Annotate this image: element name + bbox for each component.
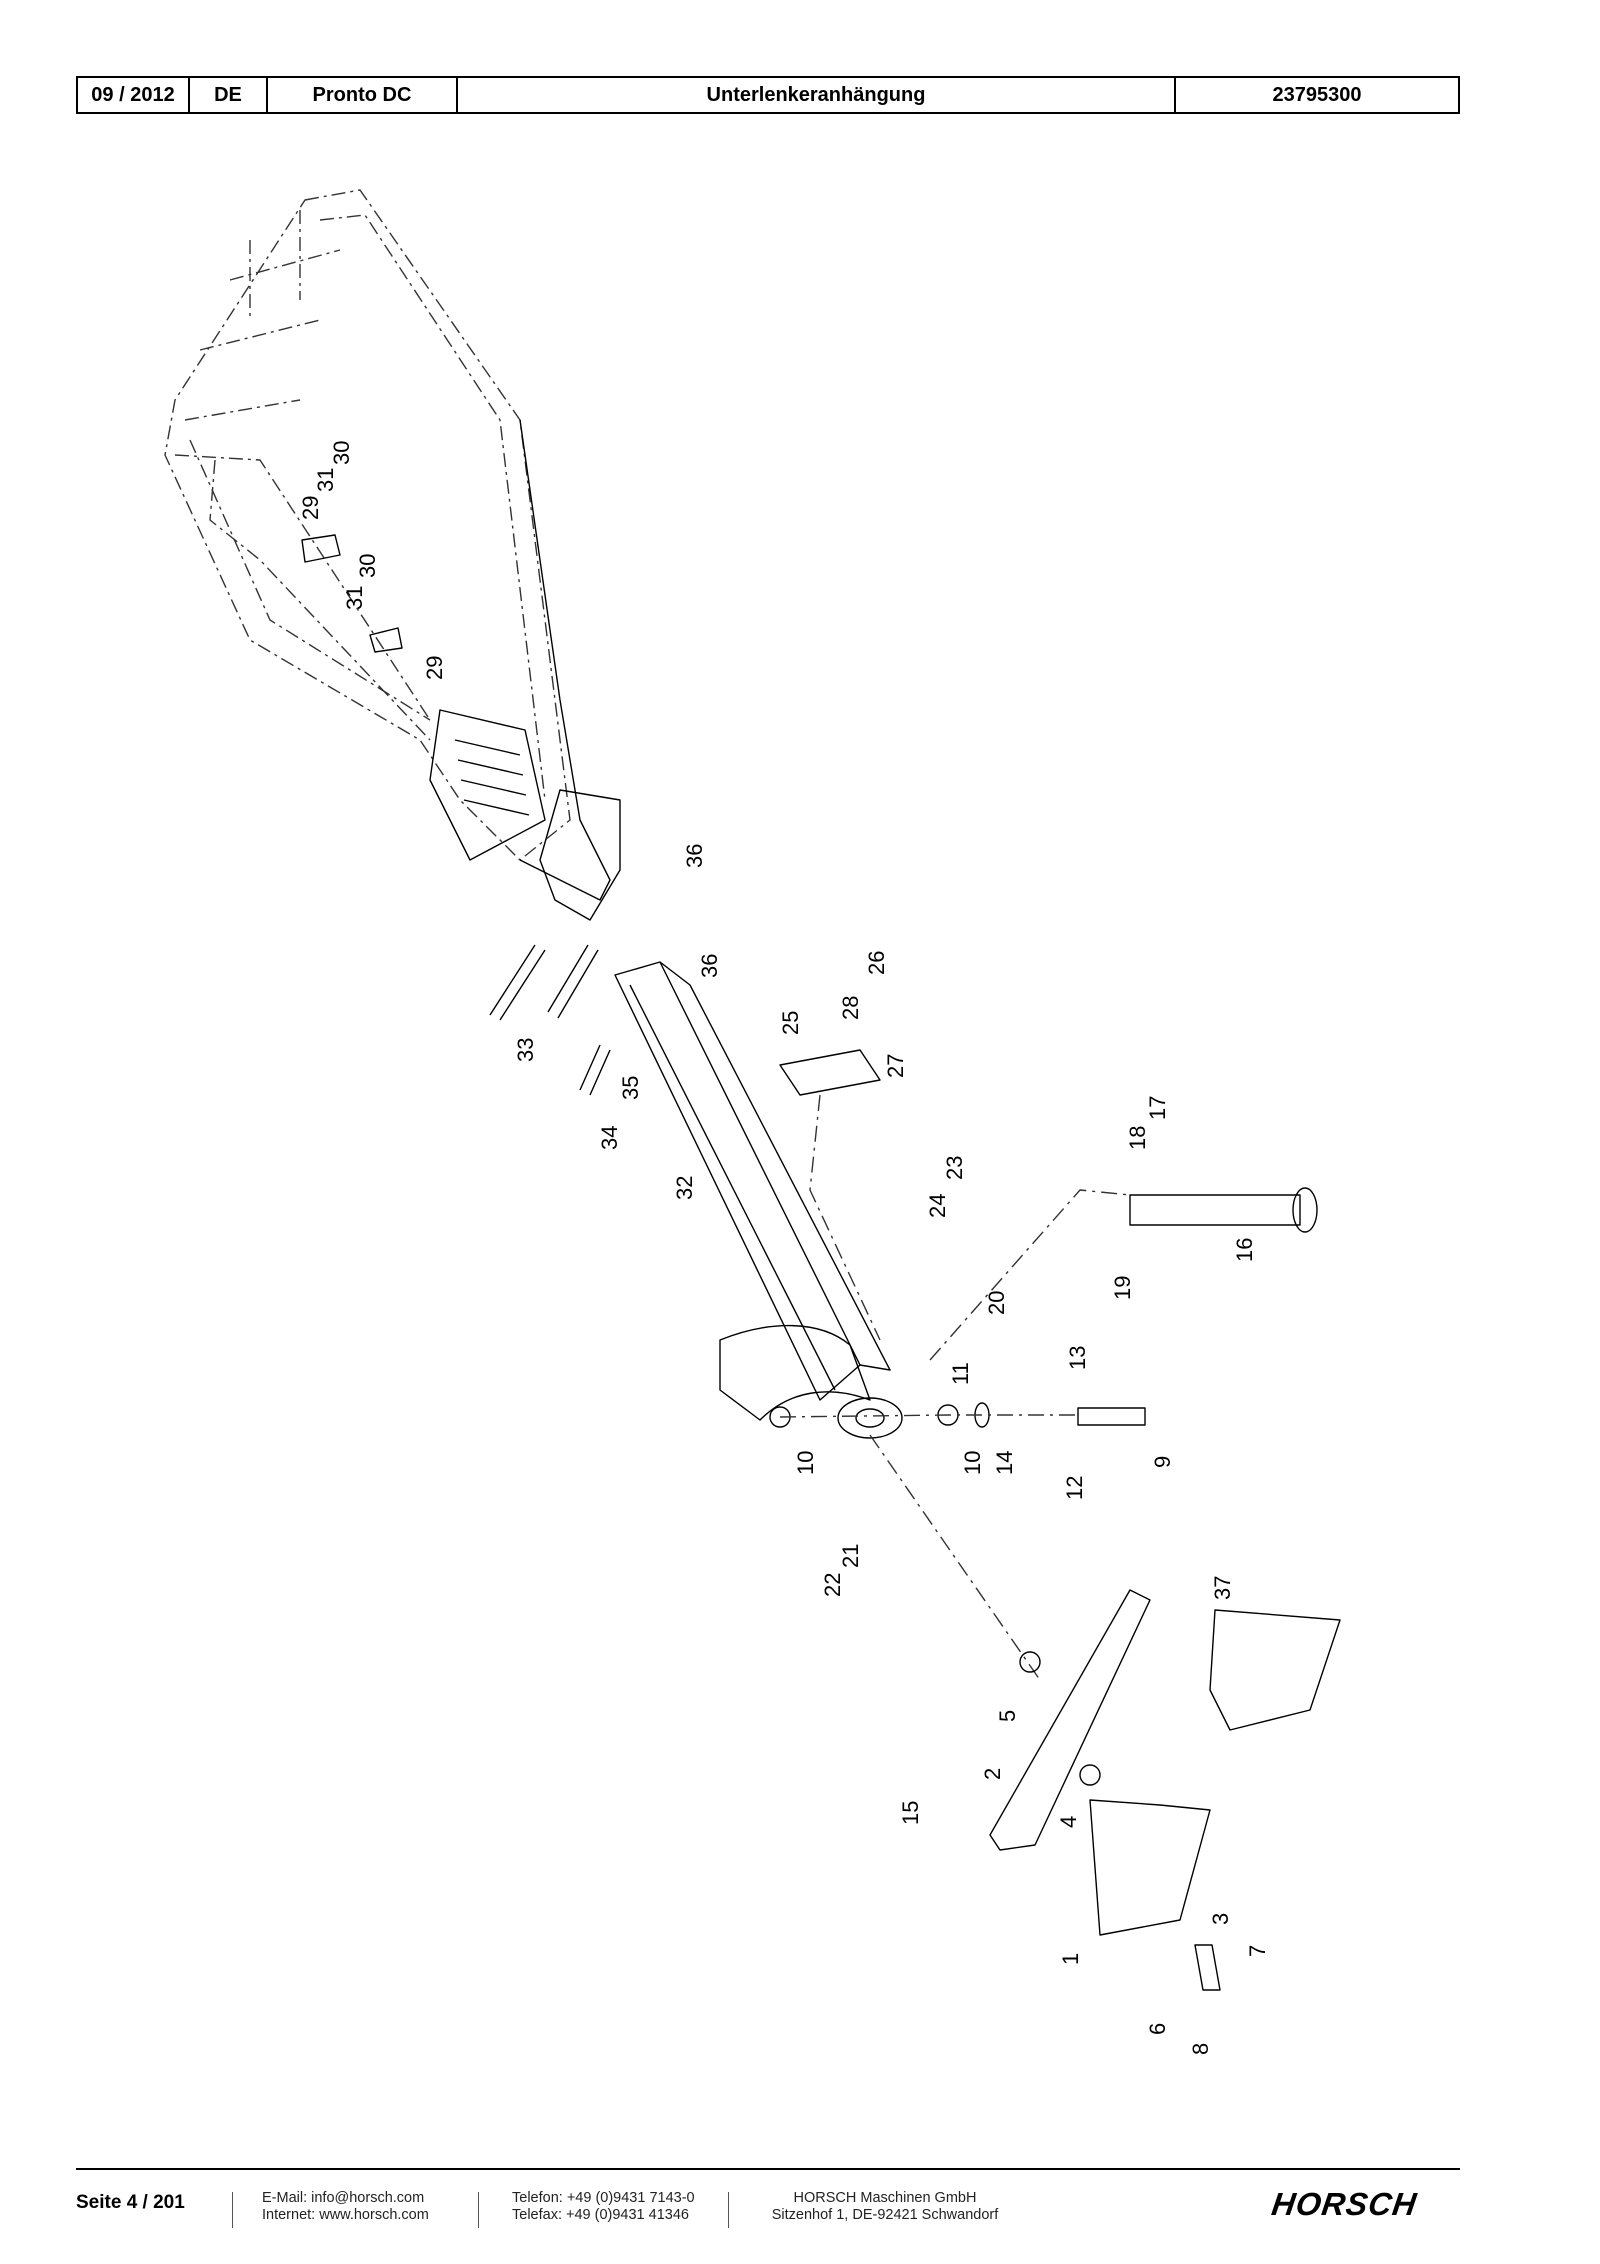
pin-9 [1077,1407,1146,1426]
callout-label: 6 [1145,2023,1170,2035]
lower-arm-2 [989,1589,1151,1851]
hub [837,1397,903,1439]
frame-solid-edge [519,419,611,901]
guard-37 [1209,1609,1341,1731]
bracket-29-lower [369,627,403,653]
callout-label: 22 [820,1573,845,1597]
header-model: Pronto DC [268,78,458,112]
callout-label: 19 [1110,1276,1135,1300]
callout-label: 33 [513,1038,538,1062]
page-number: Seite 4 / 201 [76,2192,185,2213]
header-title: Unterlenkeranhängung [458,78,1176,112]
footer-company-block: HORSCH Maschinen GmbH Sitzenhof 1, DE-92… [760,2190,1010,2224]
bracket-1 [1089,1799,1211,1936]
footer-rule [76,2168,1460,2170]
quadrant-plate [719,1324,871,1421]
callout-label: 4 [1056,1816,1081,1828]
callout-label: 20 [984,1291,1009,1315]
callout-label: 16 [1232,1238,1257,1262]
footer-email[interactable]: E-Mail: info@horsch.com [262,2190,425,2206]
exploded-parts-drawing: 1 2 3 4 5 6 7 8 9 10 10 11 12 13 14 15 1… [164,189,1341,2055]
callout-label: 15 [898,1801,923,1825]
callout-label: 1 [1058,1953,1083,1965]
plate-25 [779,1049,881,1096]
callout-label: 28 [838,996,863,1020]
header-language: DE [190,78,268,112]
callout-label: 10 [960,1451,985,1475]
callout-label: 5 [995,1710,1020,1722]
header-table: 09 / 2012 DE Pronto DC Unterlenkeranhäng… [76,76,1460,114]
pin-16 [1129,1187,1318,1233]
assembly-lines [779,1094,1131,1681]
callout-label: 25 [778,1011,803,1035]
callout-label: 14 [992,1451,1017,1475]
callout-label: 36 [697,954,722,978]
callout-label: 7 [1245,1945,1270,1957]
callout-label: 31 [342,586,367,610]
callout-label: 32 [672,1176,697,1200]
bracket-29-upper [301,534,341,563]
bolt-33-a [489,944,546,1021]
footer-contact-web: E-Mail: info@horsch.com Internet: www.ho… [262,2190,429,2224]
bolt-33-b [547,944,599,1019]
callout-label: 23 [942,1156,967,1180]
bushing-5 [1019,1651,1041,1673]
horsch-logo: HORSCH [1269,2186,1420,2222]
callout-label: 29 [298,496,323,520]
callout-label: 10 [793,1451,818,1475]
callout-label: 12 [1062,1476,1087,1500]
header-part-number: 23795300 [1272,83,1362,106]
footer-divider [478,2192,479,2228]
callout-label: 24 [925,1194,950,1218]
callout-label: 29 [422,656,447,680]
callout-label: 37 [1210,1576,1235,1600]
callout-label: 11 [948,1362,973,1385]
callout-label: 27 [883,1054,908,1078]
callout-label: 8 [1188,2043,1213,2055]
callout-label: 13 [1065,1346,1090,1370]
bushing-4 [1079,1764,1101,1786]
callout-label: 17 [1145,1096,1170,1120]
frame-outline [164,189,571,861]
footer-company: HORSCH Maschinen GmbH [793,2190,977,2206]
callout-label: 35 [618,1076,643,1100]
footer-contact-phone: Telefon: +49 (0)9431 7143-0 Telefax: +49… [512,2190,695,2224]
callout-label: 31 [313,468,338,492]
footer-phone: Telefon: +49 (0)9431 7143-0 [512,2190,695,2206]
arm-32 [614,961,891,1401]
callouts: 1 2 3 4 5 6 7 8 9 10 10 11 12 13 14 15 1… [298,441,1270,2055]
footer-divider [728,2192,729,2228]
mount-plate [539,789,621,921]
callout-label: 2 [980,1768,1005,1780]
callout-label: 3 [1208,1913,1233,1925]
callout-label: 34 [597,1126,622,1150]
footer-address: Sitzenhof 1, DE-92421 Schwandorf [771,2207,999,2223]
footer-fax: Telefax: +49 (0)9431 41346 [512,2207,689,2223]
footer-divider [232,2192,233,2228]
pin-3 [1194,1944,1221,1991]
callout-label: 36 [682,844,707,868]
bolt-34 [579,1044,611,1096]
footer-internet[interactable]: Internet: www.horsch.com [262,2207,429,2223]
callout-label: 18 [1125,1126,1150,1150]
step-plate [429,709,546,861]
callout-label: 26 [864,951,889,975]
header-date: 09 / 2012 [78,78,190,112]
callout-label: 30 [355,554,380,578]
callout-label: 21 [838,1544,863,1568]
callout-label: 30 [329,441,354,465]
callout-label: 9 [1150,1456,1175,1468]
